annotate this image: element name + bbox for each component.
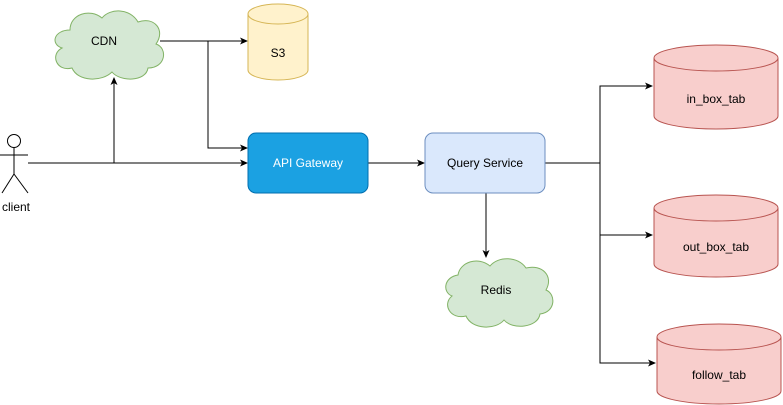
- edge-client-to-cdn: [28, 77, 118, 164]
- s3-cylinder: [247, 3, 309, 81]
- edge-query-service-to-out-box-tab: [545, 162, 653, 239]
- client-actor-icon: [0, 134, 29, 194]
- edge-query-service-to-in-box-tab: [545, 82, 653, 164]
- out-box-tab-cylinder: [653, 194, 779, 278]
- in-box-tab-cylinder: [653, 44, 779, 130]
- follow-tab-cylinder: [656, 323, 782, 405]
- edge-cdn-to-api-gateway: [160, 40, 248, 152]
- redis-cloud: [445, 258, 554, 328]
- query-service-box: [424, 132, 546, 194]
- api-gateway-box: [247, 132, 369, 194]
- edge-query-service-to-follow-tab: [545, 162, 656, 367]
- cdn-cloud: [54, 10, 164, 80]
